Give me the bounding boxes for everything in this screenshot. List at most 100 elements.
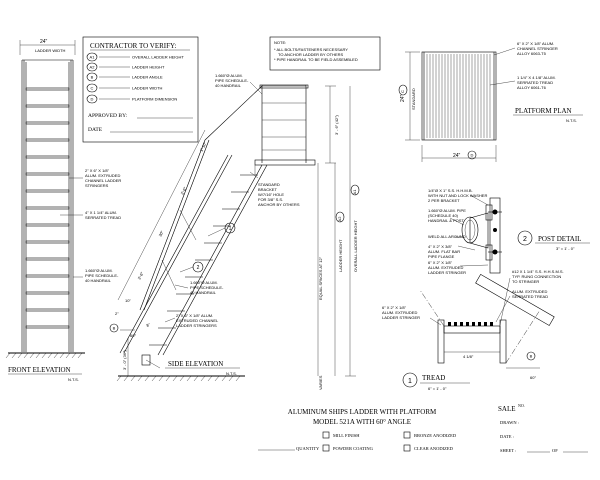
side-bracket-callout-3: W/7/16" HOLE — [258, 192, 284, 197]
tread-detail: 4 1/8" 60° B 6" X 2" X 1/8" ALUM. EXTRUD… — [382, 269, 564, 391]
tread-number: 1 — [408, 378, 412, 385]
post-detail: 1/4"Ø X 1" S.S. H.H.M.B. WITH NUT AND LO… — [428, 188, 590, 275]
tread-callout-left-2: ALUM. EXTRUDED — [382, 310, 417, 315]
note-line-1: * ALL BOLTS/FASTENERS NECESSARY — [274, 47, 348, 52]
front-elevation-title: FRONT ELEVATION — [8, 366, 71, 374]
dim-overall-height: OVERALL LADDER HEIGHT — [353, 220, 358, 272]
dim-angle: 60° — [130, 333, 136, 338]
front-callout-2: ALUM. EXTRUDED — [85, 173, 120, 178]
sheet-label: SHEET : — [500, 448, 516, 453]
mill-finish-checkbox[interactable] — [322, 431, 330, 439]
post-callout-2: WITH NUT AND LOCK WASHER — [428, 193, 487, 198]
verify-label-a1: OVERALL LADDER HEIGHT — [132, 55, 184, 60]
tread-callout-right-3: TO STRINGER — [512, 279, 539, 284]
tag-a1: A1 — [352, 189, 357, 195]
verify-item-d: D PLATFORM DIMENSION — [86, 94, 177, 104]
post-callout-8: 4" X 2" X 3/8" — [428, 244, 453, 249]
side-mid-callout-3: 40 HANDRAIL — [190, 290, 217, 295]
approved-by-label: APPROVED BY: — [88, 113, 128, 119]
verify-box: CONTRACTOR TO VERIFY: A1 OVERALL LADDER … — [82, 36, 199, 143]
tread-angle: 60° — [530, 375, 536, 380]
tread-number-circle — [402, 372, 418, 388]
tread-callout-right-2: TYP. RUNG CONNECTION — [512, 274, 561, 279]
quantity-label: QUANTITY — [296, 446, 320, 451]
tag-a2: A2 — [337, 216, 342, 222]
side-mid-callout-1: 1.660"Ø ALUM. — [190, 280, 218, 285]
platform-plan-title: PLATFORM PLAN — [515, 107, 572, 115]
tread-angle-tag: B — [530, 354, 533, 359]
front-callout-3: CHANNEL LADDER — [85, 178, 121, 183]
side-bracket-callout-1: STANDARD — [258, 182, 280, 187]
verify-tag-a2: A2 — [90, 65, 96, 70]
verify-item-a1: A1 OVERALL LADDER HEIGHT — [86, 52, 184, 62]
post-detail-scale: 3" = 1' - 0" — [556, 246, 575, 251]
plan-callout-mid-2: SERRATED TREAD — [517, 80, 553, 85]
dim-base-a: 10" — [125, 298, 131, 303]
front-elevation: 24" LADDER WIDTH — [5, 39, 121, 382]
powder-coating-label: POWDER COATING — [333, 446, 374, 451]
plan-width-tag: D — [471, 153, 474, 158]
date-label: DATE : — [500, 434, 514, 439]
dim-bottom: 3' - 0" (36") — [122, 350, 127, 371]
verify-item-c: C LADDER WIDTH — [86, 83, 163, 93]
title-block: ALUMINUM SHIPS LADDER WITH PLATFORM MODE… — [258, 403, 588, 453]
front-treads — [25, 87, 70, 329]
verify-tag-a1: A1 — [90, 55, 96, 60]
post-callout-5: (SCHEDULE 40) — [428, 213, 459, 218]
front-callout-1: 2" X 6" X 1/8" — [85, 168, 110, 173]
front-callout-7: 1.660"Ø ALUM. — [85, 268, 113, 273]
post-callout-3: 2 PER BRACKET — [428, 198, 460, 203]
plan-width-dim: 24" — [453, 153, 461, 159]
powder-coating-checkbox[interactable] — [322, 444, 330, 452]
note-line-2: TO ANCHOR LADDER BY OTHERS — [278, 52, 344, 57]
side-mid-callout-2: PIPE SCHEDULE- — [190, 285, 224, 290]
drawn-label: DRAWN : — [500, 420, 519, 425]
detail-2-tag-text: 2 — [197, 265, 200, 271]
front-callout-9: 40 HANDRAIL — [85, 278, 112, 283]
front-width-dim: 24" — [40, 39, 48, 45]
verify-label-d: PLATFORM DIMENSION — [132, 97, 177, 102]
tread-scale: 6" = 1' - 0" — [428, 386, 447, 391]
plan-callout-mid-3: ALLOY 6061-T6 — [517, 85, 547, 90]
post-callout-9: ALUM. FLAT BAR — [428, 249, 460, 254]
post-callout-12: ALUM. EXTRUDED — [428, 265, 463, 270]
dim-diag-c: 3'-6" — [136, 271, 144, 281]
side-bottom-callout-1: 2" X 6" X 1/8" ALUM. — [176, 313, 213, 318]
post-detail-title: POST DETAIL — [538, 235, 581, 243]
plan-callout-top-2: CHANNEL STRINGER — [517, 46, 558, 51]
tread-width-dim: 4 1/8" — [463, 354, 474, 359]
side-top-callout-2: PIPE SCHEDULE- — [215, 78, 249, 83]
side-bracket-callout-4: FOR 3/8" S.S. — [258, 197, 283, 202]
plan-treads — [426, 54, 491, 138]
post-callout-1: 1/4"Ø X 1" S.S. H.H.M.B. — [428, 188, 473, 193]
post-callout-10: PIPE FLANGE — [428, 254, 455, 259]
plan-callout-mid-1: 1 1/4" X 4 1/8" ALUM. — [517, 75, 556, 80]
dim-diag-top: 1'-10" — [198, 141, 207, 153]
dim-tread-run: 2" — [115, 311, 119, 316]
clear-anodized-checkbox[interactable] — [403, 444, 411, 452]
dim-base-b: 8" — [146, 322, 152, 328]
side-top-callout-3: 40 HANDRAIL — [215, 83, 242, 88]
bronze-anodized-checkbox[interactable] — [403, 431, 411, 439]
tread-teeth — [448, 322, 493, 326]
plan-standard-label: STANDARD — [411, 88, 416, 110]
sale-label: SALE — [498, 405, 516, 413]
side-elevation: 1'-10" 2'-6" 30" 3'-6" 1.660"Ø ALUM. PIP… — [109, 73, 360, 390]
plan-callout-top-1: 6" X 2" X 1/8" ALUM. — [517, 41, 554, 46]
verify-label-c: LADDER WIDTH — [132, 86, 163, 91]
post-callout-7: WELD ALL AROUND — [428, 234, 466, 239]
plan-depth-dim: 24" — [400, 94, 406, 102]
clear-anodized-label: CLEAR ANODIZED — [414, 446, 454, 451]
angle-tag-text: B — [113, 326, 116, 331]
drawing-title-line-1: ALUMINUM SHIPS LADDER WITH PLATFORM — [288, 408, 437, 416]
note-title: NOTE: — [274, 40, 286, 45]
verify-label-b: LADDER ANGLE — [132, 75, 163, 80]
plan-callout-top-3: ALLOY 6063-T5 — [517, 51, 547, 56]
front-callout-8: PIPE SCHEDULE- — [85, 273, 119, 278]
side-bracket-callout-5: ANCHOR BY OTHERS — [258, 202, 300, 207]
side-treads — [149, 174, 258, 346]
side-bottom-callout-3: LADDER STRINGERS — [176, 323, 217, 328]
sale-no-label: NO. — [518, 403, 525, 408]
post-callout-11: 6" X 2" X 1/8" — [428, 260, 453, 265]
detail-1-tag-text: 1 — [229, 226, 232, 232]
